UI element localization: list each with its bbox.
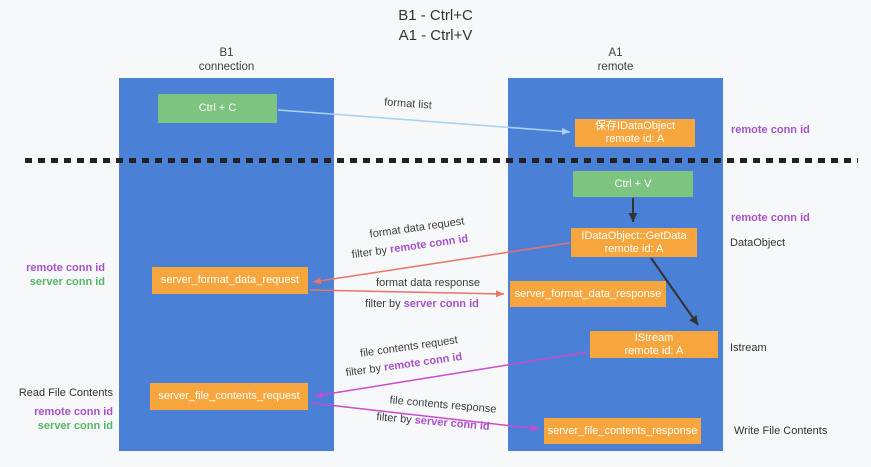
node-ctrl-v: Ctrl + V — [573, 171, 693, 197]
node-file-request-label: server_file_contents_request — [158, 390, 300, 402]
right-dataobject-label: DataObject — [730, 237, 786, 249]
left-remote-conn-id-2: remote conn id — [34, 406, 113, 418]
edge-label-filter-server-2: filter by server conn id — [375, 411, 491, 433]
node-save-idataobject-line1: 保存IDataObject — [594, 120, 676, 132]
lifeline-a1-role: remote — [597, 61, 634, 73]
left-read-file-contents: Read File Contents — [18, 387, 113, 399]
node-idataobject-getdata: IDataObject::GetData remote id: A — [571, 228, 697, 257]
left-remote-conn-id-1: remote conn id — [26, 262, 105, 274]
node-getdata-line2: remote id: A — [604, 242, 664, 255]
node-ctrl-c-label: Ctrl + C — [198, 102, 237, 114]
node-server-format-data-request: server_format_data_request — [152, 267, 308, 294]
node-istream-line2: remote id: A — [624, 344, 684, 357]
node-save-idataobject-line2: remote id: A — [605, 133, 665, 145]
left-labels-file-phase: Read File Contents remote conn id server… — [10, 386, 113, 433]
node-server-file-contents-response: server_file_contents_response — [544, 418, 701, 444]
left-server-conn-id-1: server conn id — [29, 276, 105, 288]
edge-label-format-list: format list — [383, 96, 433, 112]
lifeline-b1-name: B1 — [219, 47, 234, 59]
arrow-format-data-response — [309, 289, 505, 298]
lifeline-b1-role: connection — [198, 61, 255, 73]
right-write-file-contents: Write File Contents — [734, 425, 828, 437]
title-line-1: B1 - Ctrl+C — [398, 7, 473, 24]
node-format-response-label: server_format_data_response — [514, 287, 662, 300]
node-ctrl-c: Ctrl + C — [158, 94, 277, 123]
node-istream: IStream remote id: A — [590, 331, 718, 358]
right-remote-conn-id-2: remote conn id — [731, 212, 810, 224]
lifeline-a1-name: A1 — [608, 47, 623, 59]
right-istream-label: Istream — [730, 342, 767, 354]
lifeline-header-b1: B1 connection — [119, 46, 334, 74]
left-labels-format-phase: remote conn id server conn id — [10, 261, 105, 289]
node-file-response-label: server_file_contents_response — [547, 424, 698, 437]
edge-label-file-contents-response: file contents response — [389, 394, 497, 416]
phase-separator-dashed-line — [25, 158, 858, 163]
node-save-idataobject: 保存IDataObject remote id: A — [575, 119, 695, 147]
title-line-2: A1 - Ctrl+V — [398, 27, 473, 44]
diagram-title: B1 - Ctrl+C A1 - Ctrl+V — [0, 6, 871, 46]
node-server-format-data-response: server_format_data_response — [510, 281, 666, 307]
node-server-file-contents-request: server_file_contents_request — [150, 383, 308, 410]
edge-label-filter-server-1: filter by server conn id — [365, 298, 479, 310]
right-remote-conn-id-1: remote conn id — [731, 124, 810, 136]
node-getdata-line1: IDataObject::GetData — [581, 229, 687, 242]
edge-label-filter-remote-1: filter by remote conn id — [351, 232, 469, 262]
edge-label-format-data-response: format data response — [376, 277, 480, 289]
node-format-request-label: server_format_data_request — [160, 274, 300, 286]
node-istream-line1: IStream — [634, 331, 674, 344]
lifeline-header-a1: A1 remote — [508, 46, 723, 74]
node-ctrl-v-label: Ctrl + V — [614, 177, 652, 190]
left-server-conn-id-2: server conn id — [37, 420, 113, 432]
